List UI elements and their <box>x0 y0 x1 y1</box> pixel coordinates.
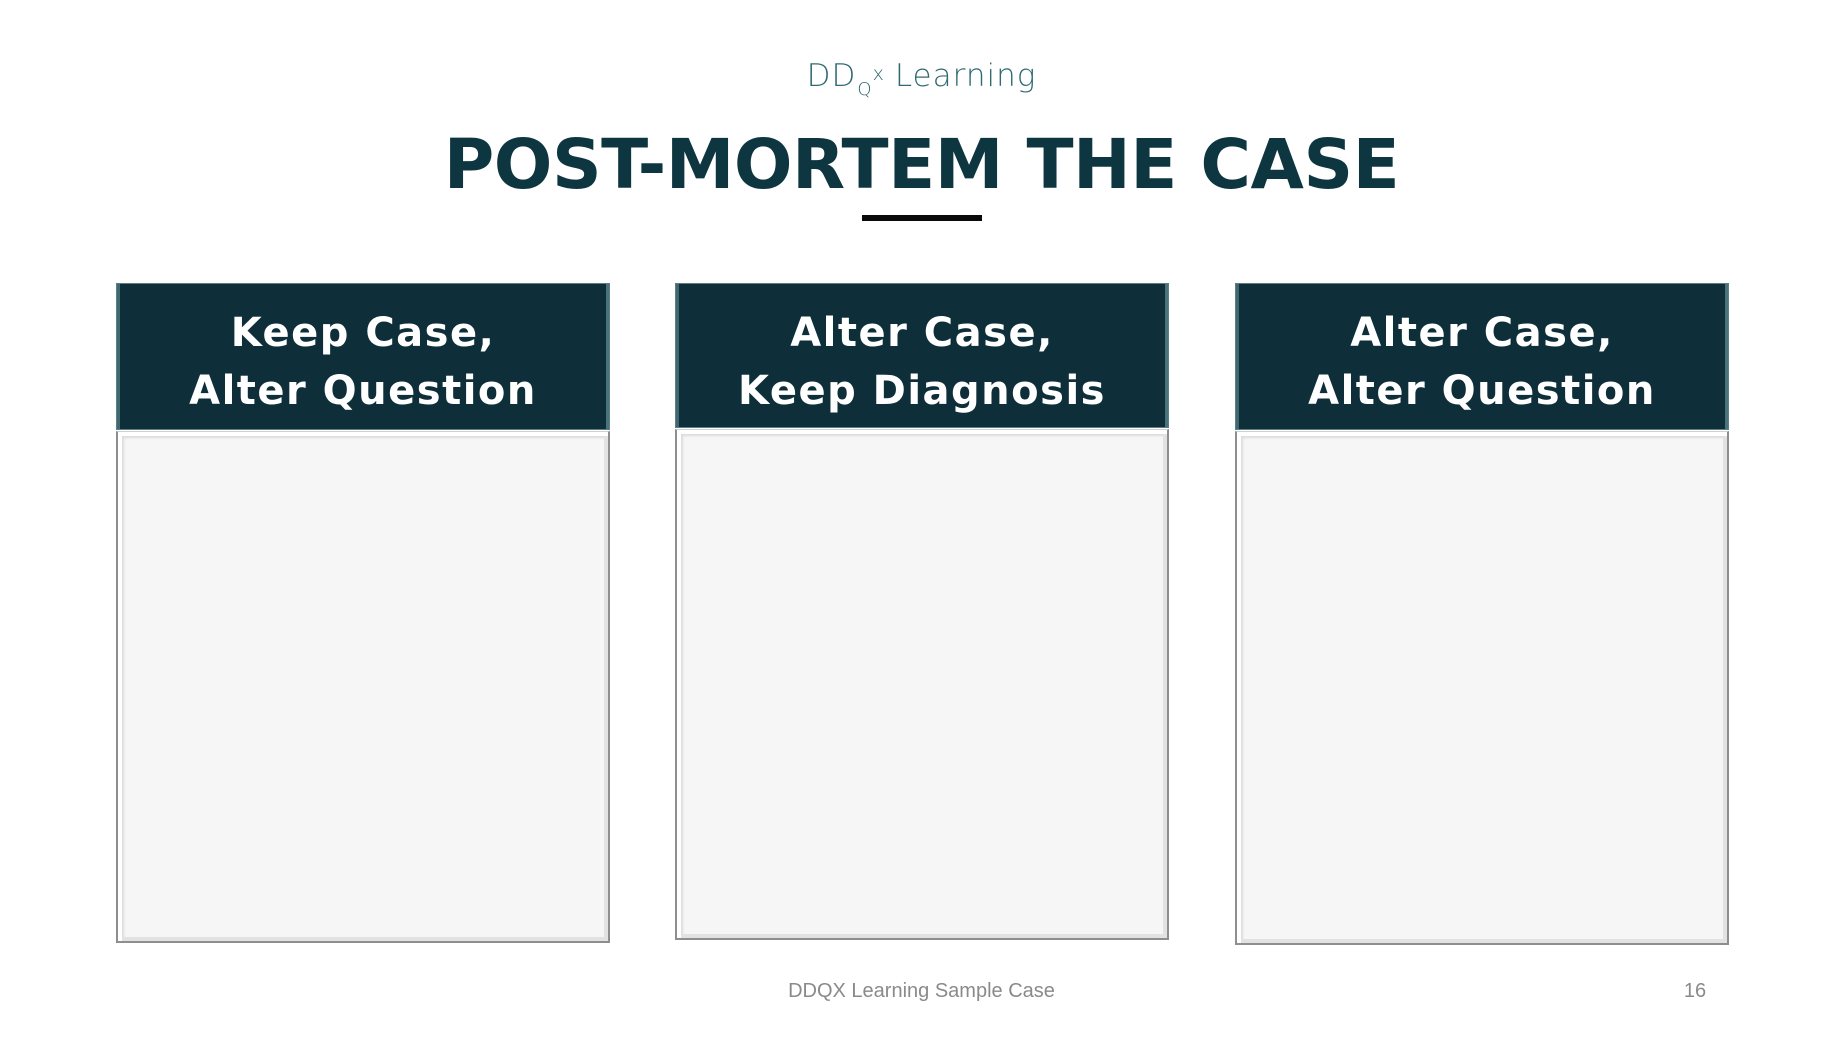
logo-superscript: x <box>872 63 885 85</box>
footer-text: DDQX Learning Sample Case <box>788 980 1055 1002</box>
card-header-line1: Keep Case, <box>230 310 496 356</box>
page-number: 16 <box>1683 980 1707 1002</box>
card-alter-case-alter-question: Alter Case, Alter Question <box>1235 283 1729 945</box>
card-body <box>1235 431 1729 945</box>
card-header: Alter Case, Keep Diagnosis <box>675 283 1169 428</box>
card-header-line2: Alter Question <box>189 368 537 414</box>
logo-main: DD <box>806 58 857 94</box>
card-alter-case-keep-diagnosis: Alter Case, Keep Diagnosis <box>675 283 1169 940</box>
card-header-line2: Keep Diagnosis <box>738 368 1106 414</box>
card-header-text: Alter Case, Alter Question <box>1236 304 1728 420</box>
logo-subscript: Q <box>857 79 873 100</box>
slide-title: POST-MORTEM THE CASE <box>443 125 1400 205</box>
card-header-text: Keep Case, Alter Question <box>117 304 609 420</box>
card-header: Alter Case, Alter Question <box>1235 283 1729 430</box>
card-keep-case-alter-question: Keep Case, Alter Question <box>116 283 610 943</box>
logo-suffix: Learning <box>894 58 1037 94</box>
card-body <box>675 429 1169 940</box>
card-header-text: Alter Case, Keep Diagnosis <box>676 304 1168 420</box>
card-header-line1: Alter Case, <box>1350 310 1614 356</box>
card-header-line2: Alter Question <box>1308 368 1656 414</box>
card-body <box>116 431 610 943</box>
brand-logo: DDQx Learning <box>0 58 1843 100</box>
card-header: Keep Case, Alter Question <box>116 283 610 430</box>
card-header-line1: Alter Case, <box>790 310 1054 356</box>
title-underline <box>862 215 982 221</box>
